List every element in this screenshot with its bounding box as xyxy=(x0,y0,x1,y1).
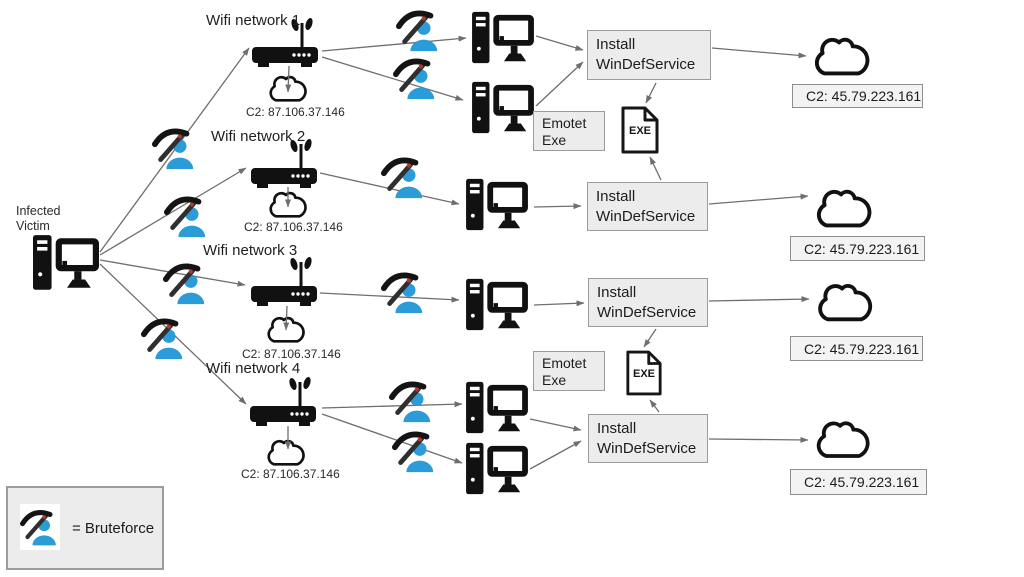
bruteforce-icon xyxy=(167,199,205,237)
arrow xyxy=(708,193,809,205)
arrow xyxy=(283,305,290,331)
router-icon xyxy=(251,136,319,190)
arrow xyxy=(649,399,660,413)
bruteforce-icon xyxy=(399,13,437,51)
arrow xyxy=(708,296,810,303)
cloud-icon xyxy=(814,37,870,76)
c2-server-label: C2: 45.79.223.161 xyxy=(790,469,927,495)
c2-server-label: C2: 45.79.223.161 xyxy=(792,84,923,108)
legend: = Bruteforce xyxy=(6,486,164,570)
bruteforce-icon xyxy=(396,61,434,99)
router-icon xyxy=(250,374,318,428)
arrow xyxy=(535,61,584,107)
emotet-exe-box: Emotet Exe xyxy=(533,351,605,391)
cloud-arrows xyxy=(283,65,292,450)
legend-label: = Bruteforce xyxy=(72,520,155,537)
arrow xyxy=(643,328,657,348)
arrow xyxy=(321,56,464,101)
infected-victim-computer-icon xyxy=(33,235,96,290)
cloud-icon xyxy=(818,283,873,322)
arrow xyxy=(708,436,809,443)
bruteforce-icon xyxy=(166,266,204,304)
arrow xyxy=(319,292,460,303)
arrows xyxy=(99,35,810,470)
bruteforce-icon xyxy=(384,275,422,313)
arrow xyxy=(99,167,247,256)
c2-server-label: C2: 45.79.223.161 xyxy=(790,236,925,261)
bruteforce-icon xyxy=(384,160,422,198)
install-windefservice-box: Install WinDefService xyxy=(588,414,708,463)
computer-icon xyxy=(466,382,525,433)
install-windefservice-box: Install WinDefService xyxy=(587,30,711,80)
cloud-icon xyxy=(267,439,305,466)
arrow xyxy=(533,203,582,210)
router-c2-label: C2: 87.106.37.146 xyxy=(241,467,340,481)
arrow xyxy=(649,156,662,181)
cloud-icon xyxy=(816,421,870,458)
router-c2-label: C2: 87.106.37.146 xyxy=(244,220,343,234)
arrow xyxy=(321,35,467,52)
wifi-network-3-label: Wifi network 3 xyxy=(203,242,298,259)
wifi-network-2-label: Wifi network 2 xyxy=(211,128,306,145)
arrow xyxy=(535,35,584,51)
cloud-icon xyxy=(816,189,872,228)
icon-layer xyxy=(33,12,873,494)
c2-server-label: C2: 45.79.223.161 xyxy=(790,336,923,361)
install-windefservice-box: Install WinDefService xyxy=(587,182,708,231)
computer-icon xyxy=(466,179,525,230)
arrow xyxy=(529,440,582,470)
arrow xyxy=(711,47,807,59)
bruteforce-icon xyxy=(20,504,60,550)
arrow xyxy=(533,300,585,307)
exe-file-label: EXE xyxy=(629,125,651,137)
bruteforce-icon xyxy=(395,434,433,472)
computer-icon xyxy=(472,82,531,133)
router-c2-label: C2: 87.106.37.146 xyxy=(246,105,345,119)
arrow xyxy=(321,413,463,464)
computer-icon xyxy=(466,443,525,494)
emotet-exe-box: Emotet Exe xyxy=(533,111,605,151)
router-icon xyxy=(251,254,319,308)
computer-icon xyxy=(466,279,525,330)
arrow xyxy=(285,65,292,93)
exe-file-label: EXE xyxy=(633,368,655,380)
wifi-network-1-label: Wifi network 1 xyxy=(206,12,301,29)
arrow xyxy=(529,418,582,432)
router-c2-label: C2: 87.106.37.146 xyxy=(242,347,341,361)
infected-victim-label: Infected Victim xyxy=(16,204,61,233)
computer-icon xyxy=(472,12,531,63)
legend-icon-tile xyxy=(20,504,60,550)
arrow xyxy=(321,401,463,409)
arrow xyxy=(645,82,657,104)
install-windefservice-box: Install WinDefService xyxy=(588,278,708,327)
bruteforce-icon xyxy=(144,321,182,359)
bruteforce-icon xyxy=(392,384,430,422)
wifi-network-4-label: Wifi network 4 xyxy=(206,360,301,377)
